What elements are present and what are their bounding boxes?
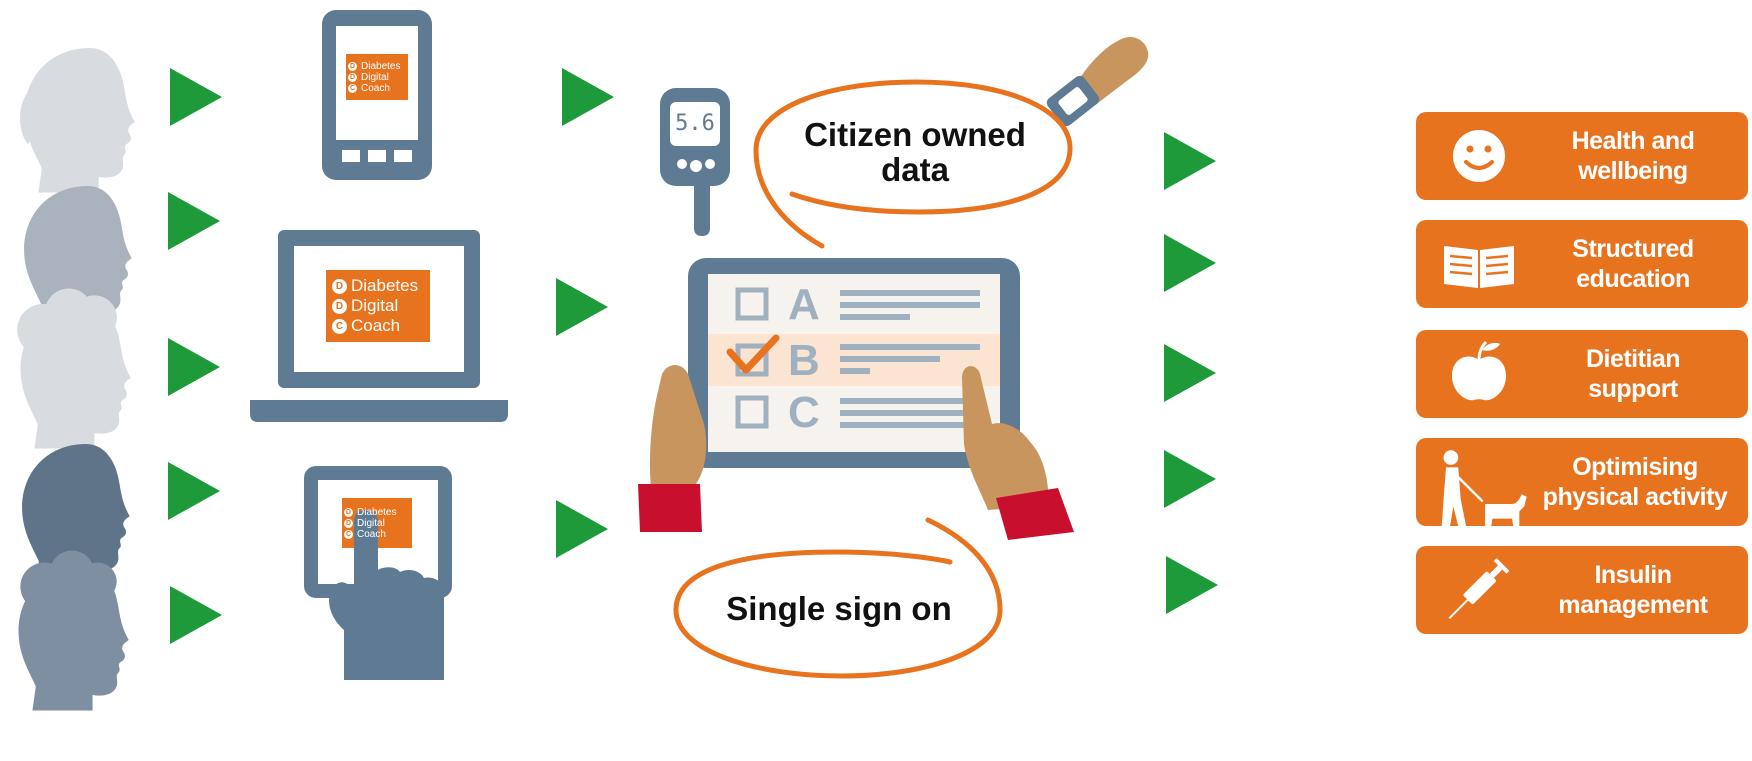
service-health-line1: Health and bbox=[1571, 127, 1695, 155]
service-health-wellbeing: Health and wellbeing bbox=[1416, 112, 1748, 200]
citizen-data-bubble bbox=[753, 79, 1073, 249]
arrow-hub-to-insulin bbox=[1166, 556, 1218, 614]
person-head-light-curly bbox=[17, 288, 131, 449]
service-insulin-line2: management bbox=[1558, 591, 1708, 619]
form-option-b: B bbox=[788, 336, 820, 385]
arrow-head5-to-device bbox=[170, 586, 222, 644]
arrow-hub-to-dietitian bbox=[1164, 344, 1216, 402]
smartwatch-wrist bbox=[1046, 36, 1149, 127]
arrow-phone-to-hub bbox=[562, 68, 614, 126]
left-hand-holding-tablet bbox=[638, 365, 707, 532]
service-health-line2: wellbeing bbox=[1578, 157, 1688, 185]
form-option-a: A bbox=[788, 280, 820, 329]
checkmark-icon bbox=[726, 334, 780, 374]
right-hand-pointing bbox=[962, 366, 1074, 540]
citizen-data-text: Citizen owned data bbox=[804, 116, 1026, 188]
arrow-head1-to-device bbox=[170, 68, 222, 126]
glucose-reading: 5.6 bbox=[675, 111, 715, 136]
arrow-head2-to-device bbox=[168, 192, 220, 250]
form-checkbox-a bbox=[735, 287, 769, 321]
service-insulin-management: Insulin management bbox=[1416, 546, 1748, 634]
service-activity-line2: physical activity bbox=[1542, 483, 1728, 511]
apple-icon bbox=[1452, 340, 1506, 401]
service-education-line2: education bbox=[1576, 265, 1690, 293]
service-activity-line1: Optimising bbox=[1572, 453, 1698, 481]
service-structured-education: Structured education bbox=[1416, 220, 1748, 308]
glucose-meter bbox=[660, 88, 730, 236]
arrow-head3-to-device bbox=[168, 338, 220, 396]
form-checkbox-c bbox=[735, 395, 769, 429]
dog-walker-icon bbox=[1441, 450, 1527, 536]
service-insulin-line1: Insulin bbox=[1594, 561, 1672, 589]
service-dietitian-support: Dietitian support bbox=[1416, 330, 1748, 418]
central-tablet bbox=[688, 258, 1020, 468]
syringe-icon bbox=[1448, 558, 1510, 619]
arrow-hub-to-health bbox=[1164, 132, 1216, 190]
smiley-icon bbox=[1453, 130, 1505, 182]
single-sign-on-bubble bbox=[673, 517, 1003, 679]
arrow-head4-to-device bbox=[168, 462, 220, 520]
arrow-hub-to-education bbox=[1164, 234, 1216, 292]
form-option-c: C bbox=[788, 388, 820, 437]
person-head-light-ponytail bbox=[20, 48, 135, 193]
service-dietitian-line2: support bbox=[1588, 375, 1678, 403]
service-dietitian-line1: Dietitian bbox=[1585, 345, 1681, 373]
arrow-hub-to-activity bbox=[1164, 450, 1216, 508]
service-physical-activity: Optimising physical activity bbox=[1416, 438, 1748, 536]
arrow-tablet-to-hub bbox=[556, 500, 608, 558]
single-sign-on-text: Single sign on bbox=[726, 590, 952, 627]
tablet-with-touch-hand bbox=[304, 466, 452, 680]
service-education-line1: Structured bbox=[1572, 235, 1694, 263]
person-head-slate-curly bbox=[18, 550, 129, 711]
mobile-phone bbox=[322, 10, 432, 180]
book-icon bbox=[1444, 246, 1514, 288]
arrow-laptop-to-hub bbox=[556, 278, 608, 336]
